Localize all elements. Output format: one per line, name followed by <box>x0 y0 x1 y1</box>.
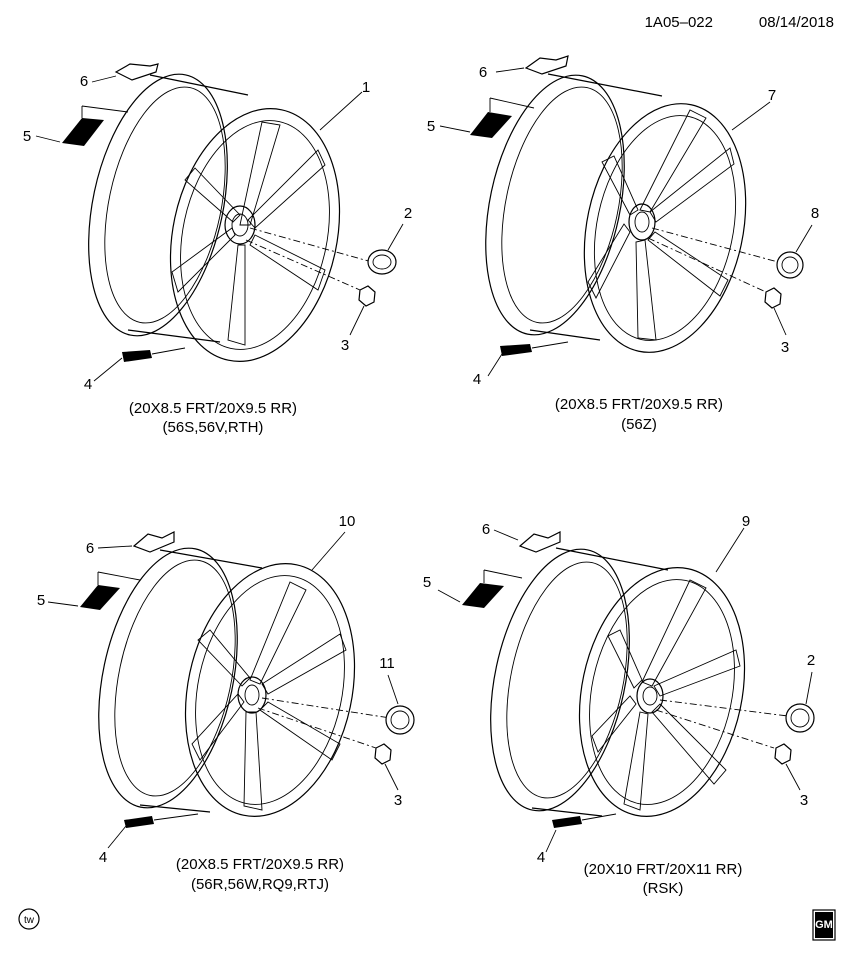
caption-options: (56S,56V,RTH) <box>163 419 264 436</box>
valve-stem <box>552 813 617 828</box>
callout-wheel: 1 <box>362 79 370 96</box>
wheel-decal <box>80 571 141 610</box>
wheel-decal <box>470 97 535 138</box>
callout-decal: 5 <box>423 574 431 591</box>
callout-nut: 3 <box>394 792 402 809</box>
panel-bottom-left: 10 11 3 4 5 6 (20X8.5 FRT/20X9.5 RR) (56… <box>37 513 415 893</box>
caption-options: (RSK) <box>643 880 684 897</box>
lug-nut <box>374 743 392 765</box>
valve-stem <box>500 341 569 356</box>
callout-nut: 3 <box>781 339 789 356</box>
center-cap <box>785 703 815 733</box>
callout-decal: 5 <box>427 118 435 135</box>
balance-weight <box>132 531 175 553</box>
callout-valve: 4 <box>99 849 107 866</box>
callout-weight: 6 <box>86 540 94 557</box>
caption-size: (20X8.5 FRT/20X9.5 RR) <box>129 400 297 417</box>
callout-cap: 2 <box>404 205 412 222</box>
callout-decal: 5 <box>37 592 45 609</box>
callout-nut: 3 <box>341 337 349 354</box>
tw-mark: tw <box>18 908 40 930</box>
callout-valve: 4 <box>84 376 92 393</box>
callout-decal: 5 <box>23 128 31 145</box>
callout-cap: 11 <box>379 655 395 672</box>
caption-size: (20X8.5 FRT/20X9.5 RR) <box>176 856 344 873</box>
valve-stem <box>122 347 186 362</box>
callout-weight: 6 <box>482 521 490 538</box>
wheel-drawing <box>98 547 391 817</box>
panel-top-left: 1 2 3 4 5 6 (20X8.5 FRT/20X9.5 RR) (56S,… <box>23 63 412 436</box>
callout-wheel: 9 <box>742 513 750 530</box>
diagram-date: 08/14/2018 <box>759 14 834 31</box>
caption-size: (20X10 FRT/20X11 RR) <box>584 861 743 878</box>
wheel-drawing <box>88 73 373 362</box>
wheel-drawing <box>485 73 779 353</box>
valve-stem <box>124 813 199 828</box>
caption-options: (56Z) <box>621 416 657 433</box>
balance-weight <box>114 63 159 81</box>
callout-nut: 3 <box>800 792 808 809</box>
lug-nut <box>358 285 376 307</box>
center-cap <box>776 251 804 279</box>
callout-cap: 8 <box>811 205 819 222</box>
callout-valve: 4 <box>473 371 481 388</box>
tw-mark-text: tw <box>24 915 35 926</box>
callout-wheel: 7 <box>768 87 776 104</box>
callout-weight: 6 <box>80 73 88 90</box>
panel-bottom-right: 9 2 3 4 5 6 (20X10 FRT/20X11 RR) (RSK) <box>423 513 815 897</box>
balance-weight <box>518 531 561 553</box>
wheel-decal <box>462 569 523 608</box>
caption-options: (56R,56W,RQ9,RTJ) <box>191 876 329 893</box>
lug-nut <box>764 287 782 309</box>
gm-logo: GM <box>812 909 836 941</box>
wheel-decal <box>62 105 129 146</box>
panel-top-right: 7 8 3 4 5 6 (20X8.5 FRT/20X9.5 RR) (56Z) <box>427 55 819 433</box>
lug-nut <box>774 743 792 765</box>
callout-weight: 6 <box>479 64 487 81</box>
center-cap <box>385 705 415 735</box>
balance-weight <box>524 55 569 75</box>
gm-logo-text: GM <box>815 919 833 931</box>
diagram-code: 1A05–022 <box>645 14 713 31</box>
caption-size: (20X8.5 FRT/20X9.5 RR) <box>555 396 723 413</box>
wheel-drawing <box>490 547 789 817</box>
center-cap <box>367 249 397 275</box>
callout-cap: 2 <box>807 652 815 669</box>
callout-valve: 4 <box>537 849 545 866</box>
callout-wheel: 10 <box>339 513 356 530</box>
